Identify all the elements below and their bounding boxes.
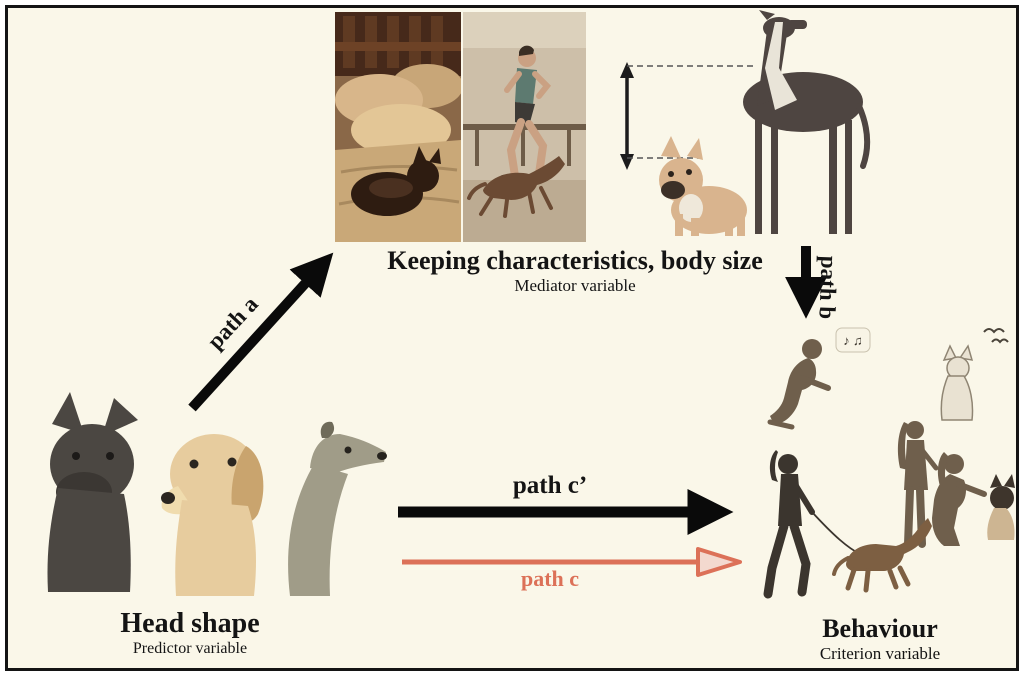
criterion-caption: Behaviour Criterion variable: [755, 614, 1005, 663]
jogging-man-illustration: [500, 45, 552, 181]
predictor-sublabel: Predictor variable: [132, 640, 248, 658]
criterion-sublabel: Criterion variable: [819, 643, 941, 663]
greyhound-head: [288, 421, 387, 596]
path-c-label: path c: [520, 566, 580, 591]
dog-walking-person-illustration: [763, 450, 815, 599]
head-shape-illustration: [18, 390, 390, 608]
birds-icon: [983, 328, 1009, 344]
mediator-sublabel: Mediator variable: [514, 275, 636, 295]
trotting-greyhound-illustration: [832, 518, 932, 593]
leash: [811, 511, 861, 555]
dog-on-bed-photo: [335, 12, 461, 242]
french-bulldog-head: [47, 392, 138, 592]
height-measure-arrow: [620, 62, 755, 170]
jogging-with-dog-photo: [463, 12, 586, 242]
path-c-prime-label: path c’: [512, 472, 588, 499]
labrador-head: [161, 434, 264, 596]
sitting-dog-illustration: [940, 344, 974, 421]
french-bulldog-on-bed: [351, 146, 441, 216]
music-notes-bubble: ♪ ♫: [835, 327, 871, 353]
mediator-label: Keeping characteristics, body size: [387, 246, 763, 275]
jogging-greyhound-illustration: [467, 156, 565, 218]
predictor-caption: Head shape Predictor variable: [25, 608, 355, 659]
sitting-french-bulldog-illustration: [987, 474, 1015, 540]
predictor-label: Head shape: [120, 608, 260, 639]
dog-on-bed-illustration: [335, 12, 461, 242]
mediator-caption: Keeping characteristics, body size Media…: [340, 246, 810, 295]
standing-french-bulldog-illustration: [659, 136, 747, 236]
standing-greyhound-illustration: [743, 10, 871, 234]
kneeling-person-illustration: [932, 452, 987, 546]
crouching-person-illustration: [767, 339, 831, 430]
music-notes: ♪ ♫: [843, 333, 863, 348]
behaviour-illustration: ♪ ♫: [748, 322, 1016, 614]
railing: [463, 124, 586, 130]
body-size-comparison-illustration: [605, 8, 885, 253]
path-b-label: path b: [814, 255, 842, 320]
jogging-with-dog-illustration: [463, 12, 586, 242]
criterion-label: Behaviour: [822, 614, 938, 643]
